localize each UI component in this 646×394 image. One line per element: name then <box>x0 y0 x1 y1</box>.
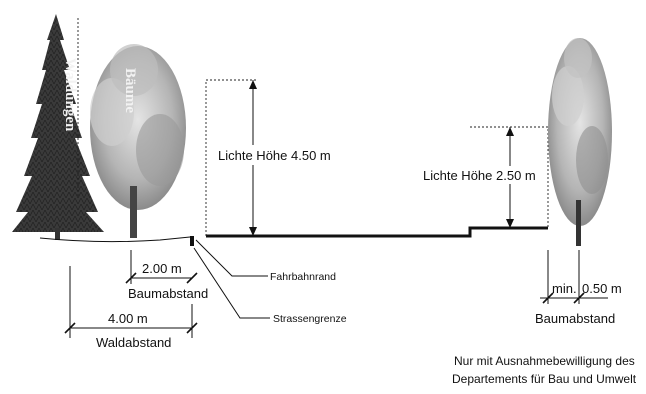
forest-distance-dimension <box>64 266 198 338</box>
note-line-2: Departements für Bau und Umwelt <box>452 372 637 386</box>
right-distance-value: 0.50 m <box>582 281 622 296</box>
trees-label: Bäume <box>122 68 138 113</box>
fahrbahnrand-label: Fahrbahnrand <box>270 271 336 283</box>
strassengrenze-leader <box>193 247 270 319</box>
right-tree-distance-dimension <box>540 250 608 304</box>
note-line-1: Nur mit Ausnahmebewilligung des <box>454 354 635 368</box>
road-clearance-dimension <box>205 79 308 236</box>
road-clearance-label: Lichte Höhe 4.50 m <box>218 148 331 163</box>
tree-distance-dimension <box>125 250 198 284</box>
tree-distance-value: 2.00 m <box>142 261 182 276</box>
side-clearance-label: Lichte Höhe 2.50 m <box>423 168 536 183</box>
ground-line <box>39 236 191 243</box>
fahrbahnrand-leader <box>195 239 268 277</box>
side-clearance-dimension <box>420 126 549 228</box>
right-tree-icon <box>548 38 612 246</box>
right-distance-label: Baumabstand <box>535 311 615 326</box>
conifer-tree-icon <box>12 14 104 240</box>
tree-distance-label: Baumabstand <box>128 286 208 301</box>
deciduous-tree-icon <box>90 44 186 238</box>
forest-label: Waldungen <box>62 58 78 132</box>
forest-distance-label: Waldabstand <box>96 335 171 350</box>
forest-distance-value: 4.00 m <box>108 311 148 326</box>
strassengrenze-label: Strassengrenze <box>273 313 347 325</box>
right-min-label: min. <box>552 281 577 296</box>
road-surface-line <box>206 226 548 238</box>
